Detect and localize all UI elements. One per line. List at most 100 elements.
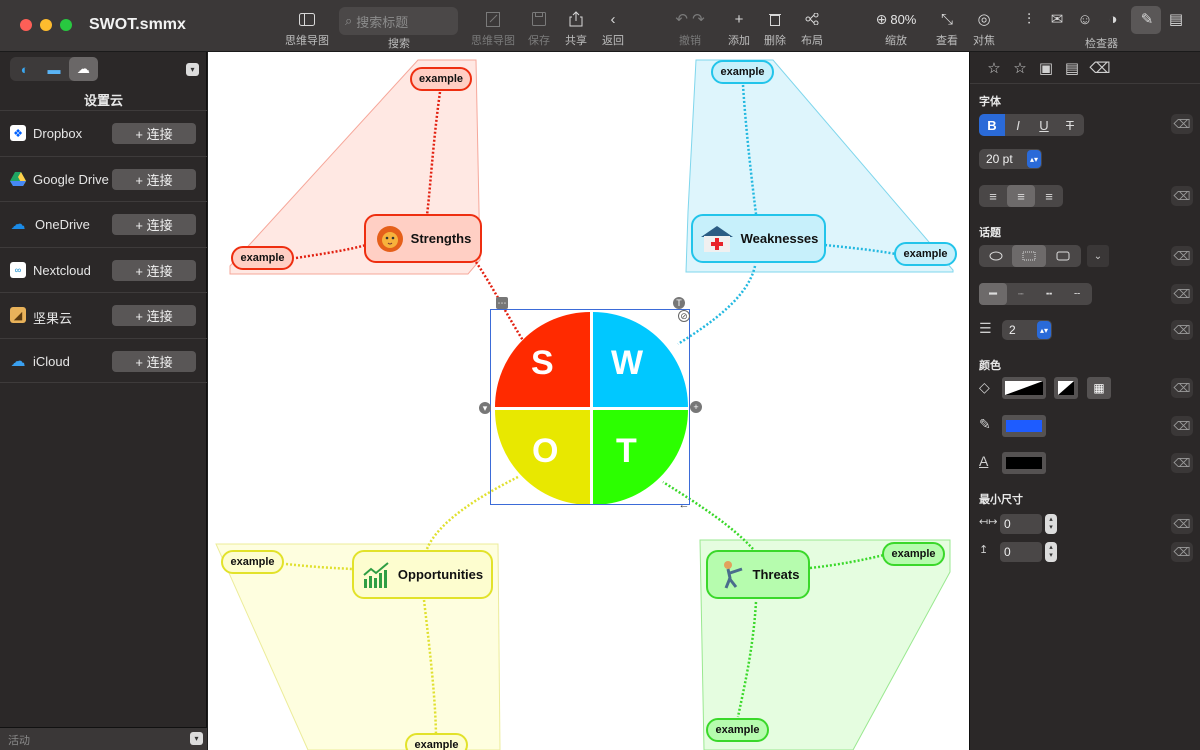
- palette-inspector-button[interactable]: ◑: [1104, 6, 1122, 50]
- back-button[interactable]: ‹ 返回: [600, 6, 626, 50]
- fill-color-well[interactable]: [1002, 377, 1046, 399]
- min-width-input[interactable]: 0: [1000, 514, 1042, 534]
- topic-weaknesses[interactable]: Weaknesses: [691, 214, 826, 263]
- reset-align-icon[interactable]: ⌫: [1171, 186, 1193, 206]
- line-longdash-button[interactable]: ╌: [1073, 288, 1081, 300]
- italic-button[interactable]: I: [1016, 117, 1020, 133]
- topic-strengths[interactable]: Strengths: [364, 214, 482, 263]
- topic-opportunities[interactable]: Opportunities: [352, 550, 493, 599]
- text-color-well[interactable]: [1002, 452, 1046, 474]
- connect-jianguoyun-button[interactable]: + 连接: [112, 305, 196, 326]
- leaf-opportunities-example-1[interactable]: example: [221, 550, 284, 574]
- delete-button[interactable]: 删除: [763, 6, 787, 50]
- presentation-button[interactable]: ▤: [1165, 6, 1187, 50]
- toolbar-mindmap-button[interactable]: 思维导图: [283, 6, 331, 50]
- align-left-button[interactable]: ≡: [989, 188, 997, 204]
- style-inspector-button[interactable]: ✎: [1136, 6, 1158, 50]
- leaf-weaknesses-example-2[interactable]: example: [894, 242, 957, 266]
- no-link-handle[interactable]: ⊘: [678, 310, 690, 322]
- focus-button[interactable]: ◎ 对焦: [971, 6, 997, 50]
- shape-rect-button[interactable]: [1012, 245, 1046, 267]
- min-width-stepper[interactable]: ▴▾: [1045, 514, 1057, 534]
- layout-button[interactable]: 布局: [800, 6, 824, 50]
- emoji-inspector-button[interactable]: ☺: [1076, 6, 1094, 50]
- text-handle[interactable]: T: [673, 297, 685, 309]
- connect-google-drive-button[interactable]: + 连接: [112, 169, 196, 190]
- leaf-opportunities-example-2[interactable]: example: [405, 733, 468, 750]
- shape-more-dropdown[interactable]: ⌄: [1087, 245, 1109, 267]
- add-child-handle[interactable]: +: [690, 401, 702, 413]
- mindmap-canvas[interactable]: S W O T ⋯ T ⊘ ▾ + ← Strengths example ex…: [208, 52, 969, 750]
- strikethrough-button[interactable]: T: [1066, 117, 1074, 133]
- reset-min-width-icon[interactable]: ⌫: [1171, 514, 1193, 534]
- chevron-updown-icon: ▴▾: [1027, 150, 1041, 168]
- outline-icon: ⫶: [1027, 10, 1031, 28]
- reset-line-width-icon[interactable]: ⌫: [1171, 320, 1193, 340]
- cloud-service-row: ☁ OneDrive + 连接: [0, 201, 207, 246]
- toolbar-mindmap2-button[interactable]: 思维导图: [469, 6, 517, 50]
- image-frame-icon[interactable]: ▣: [1038, 60, 1054, 77]
- note-inspector-button[interactable]: ✉: [1048, 6, 1066, 50]
- sidebar-menu-dropdown[interactable]: ▾: [186, 63, 199, 76]
- reset-fill-icon[interactable]: ⌫: [1171, 378, 1193, 398]
- line-dashed-button[interactable]: ╍: [1045, 288, 1053, 300]
- collapse-handle[interactable]: ▾: [479, 402, 491, 414]
- more-options-handle[interactable]: ⋯: [496, 297, 508, 309]
- connect-nextcloud-button[interactable]: + 连接: [112, 260, 196, 281]
- shape-rounded-rect-button[interactable]: [1046, 245, 1079, 267]
- leaf-threats-example-2[interactable]: example: [706, 718, 769, 742]
- line-solid-button[interactable]: ━: [979, 283, 1007, 305]
- add-button[interactable]: + 添加: [727, 6, 751, 50]
- topic-threats[interactable]: Threats: [706, 550, 810, 599]
- outline-toggle-button[interactable]: ⫶: [1020, 6, 1038, 50]
- maximize-window-button[interactable]: [60, 19, 72, 31]
- min-height-input[interactable]: 0: [1000, 542, 1042, 562]
- min-height-stepper[interactable]: ▴▾: [1045, 542, 1057, 562]
- search-input[interactable]: ⌕ 搜索标题: [339, 7, 458, 35]
- shape-oval-button[interactable]: [979, 245, 1012, 267]
- activity-label: 活动: [8, 735, 30, 747]
- close-window-button[interactable]: [20, 19, 32, 31]
- line-width-stepper[interactable]: 2 ▴▾: [1002, 320, 1052, 340]
- clipboard-icon[interactable]: ▤: [1064, 60, 1080, 77]
- leaf-strengths-example-1[interactable]: example: [410, 67, 472, 91]
- save-button[interactable]: 保存: [526, 6, 552, 50]
- align-right-button[interactable]: ≡: [1045, 188, 1053, 204]
- undo-redo-button[interactable]: ↶ ↷ 撤销: [668, 6, 712, 50]
- leaf-threats-example-1[interactable]: example: [882, 542, 945, 566]
- folder-source-tab[interactable]: ▬: [39, 57, 68, 81]
- align-center-button[interactable]: ≡: [1007, 185, 1035, 207]
- reset-stroke-color-icon[interactable]: ⌫: [1171, 416, 1193, 436]
- star-icon[interactable]: ☆: [987, 60, 1001, 77]
- activity-dropdown[interactable]: ▾: [190, 732, 203, 745]
- minimize-window-button[interactable]: [40, 19, 52, 31]
- reset-shape-icon[interactable]: ⌫: [1171, 246, 1193, 266]
- reset-font-style-icon[interactable]: ⌫: [1171, 114, 1193, 134]
- stroke-color-well[interactable]: [1002, 415, 1046, 437]
- gradient-list-button[interactable]: ▦: [1087, 377, 1111, 399]
- sync-source-tab[interactable]: ◐: [10, 57, 39, 81]
- leaf-weaknesses-example-1[interactable]: example: [711, 60, 774, 84]
- view-button[interactable]: ⤡ 查看: [934, 6, 960, 50]
- leaf-strengths-example-2[interactable]: example: [231, 246, 294, 270]
- reset-min-height-icon[interactable]: ⌫: [1171, 542, 1193, 562]
- line-width-icon: ☰: [979, 320, 992, 336]
- reset-line-style-icon[interactable]: ⌫: [1171, 284, 1193, 304]
- underline-button[interactable]: U: [1039, 117, 1049, 133]
- connect-icloud-button[interactable]: + 连接: [112, 351, 196, 372]
- connect-dropbox-button[interactable]: + 连接: [112, 123, 196, 144]
- bold-button[interactable]: B: [979, 114, 1005, 136]
- share-button[interactable]: 共享: [563, 6, 589, 50]
- zoom-control[interactable]: ⊕ 80% 缩放: [875, 10, 917, 48]
- star-plus-icon[interactable]: ☆: [1013, 60, 1027, 77]
- swot-quadrant-o: [495, 410, 590, 505]
- connect-onedrive-button[interactable]: + 连接: [112, 214, 196, 235]
- contrast-color-button[interactable]: [1054, 377, 1078, 399]
- resize-handle[interactable]: ←: [678, 499, 690, 511]
- font-size-stepper[interactable]: 20 pt ▴▾: [979, 149, 1042, 169]
- line-dotted-button[interactable]: ┈: [1018, 288, 1024, 299]
- reset-text-color-icon[interactable]: ⌫: [1171, 453, 1193, 473]
- eraser-icon[interactable]: ⌫: [1089, 60, 1111, 77]
- cloud-source-tab[interactable]: ☁: [68, 57, 98, 81]
